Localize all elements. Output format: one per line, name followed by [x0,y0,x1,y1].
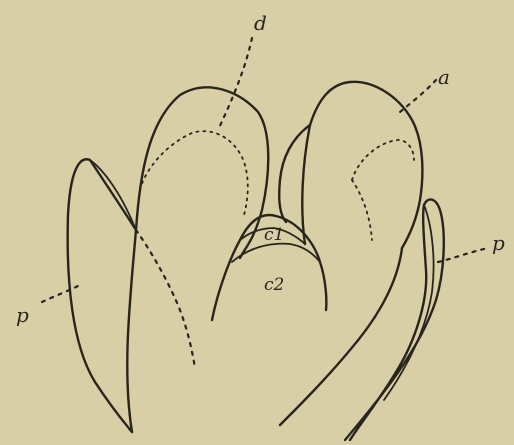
hidden-structure-left [136,230,195,368]
right-tall-petal [302,82,422,248]
leader-line-a [400,80,436,112]
leader-line-p-right [438,248,488,262]
left-tall-petal [127,87,268,432]
right-mid-petal [279,125,310,222]
center-divider-c1-c2 [232,244,320,262]
label-c2: c2 [264,275,284,295]
label-p-right: p [492,231,505,255]
hidden-line-right-petal [352,180,372,240]
label-p-left: p [16,303,29,327]
right-outer-petal [345,199,444,440]
hidden-outline-right-petal [352,140,414,180]
left-outer-petal [68,159,136,432]
leader-line-d [218,38,252,130]
leader-line-p-left [42,286,78,302]
hidden-outline-left-petal [140,131,248,215]
label-a: a [438,65,450,89]
label-c1: c1 [264,225,284,245]
right-lower-sheath [280,248,402,425]
label-d: d [254,11,267,35]
